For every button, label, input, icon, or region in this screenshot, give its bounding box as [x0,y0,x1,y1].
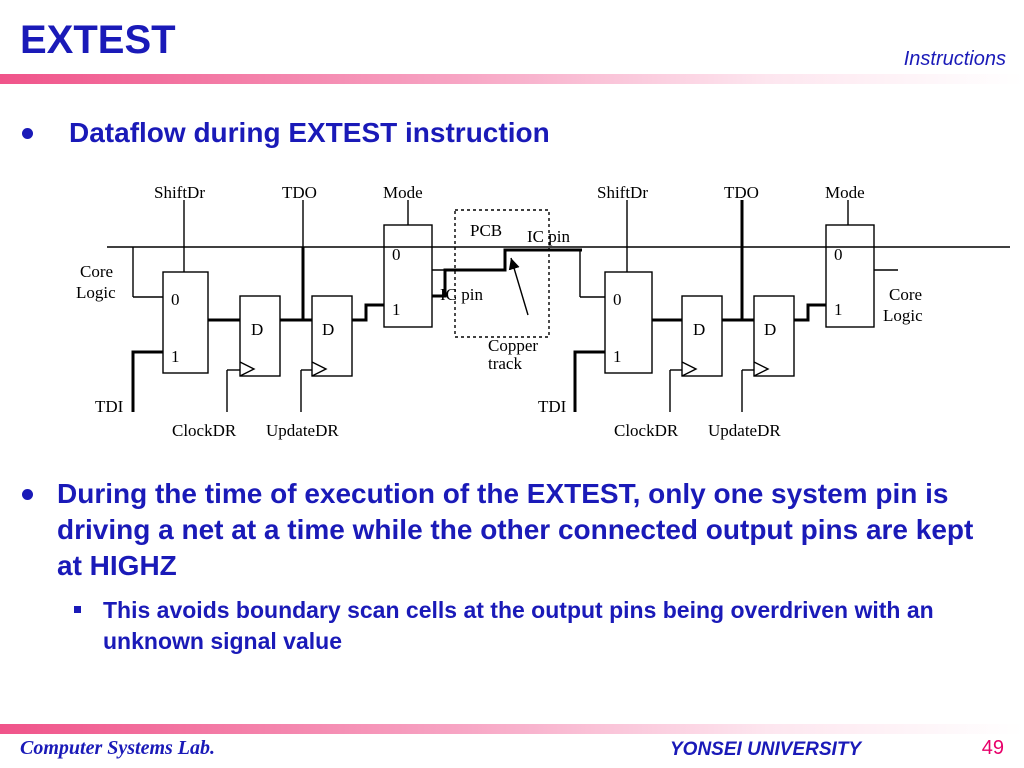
footer-rule [0,724,1024,734]
right-mux-input-1: 1 [613,347,622,366]
bullet-1: Dataflow during EXTEST instruction [22,115,550,151]
bullet-dot-icon [22,489,33,500]
page-number: 49 [981,737,1004,759]
left-mux-input-1: 1 [171,347,180,366]
right-tdi-label: TDI [538,397,567,416]
track-label: track [488,354,522,373]
left-mode-mux-0: 0 [392,245,401,264]
right-core-label: Core [889,285,922,304]
ic-pin-right-label: IC pin [527,227,570,246]
bullet-2: During the time of execution of the EXTE… [22,476,982,584]
bullet-2-text: During the time of execution of the EXTE… [57,478,974,581]
left-mux-input-0: 0 [171,290,180,309]
left-shiftdr-label: ShiftDr [154,183,205,202]
right-capture-ff-label: D [693,320,705,339]
left-capture-ff-label: D [251,320,263,339]
sub-bullet: This avoids boundary scan cells at the o… [74,595,954,657]
left-mode-mux-1: 1 [392,300,401,319]
footer-university: YONSEI UNIVERSITY [670,739,862,760]
pcb-label: PCB [470,221,502,240]
footer-lab-name: Computer Systems Lab. [20,737,216,759]
right-tdo-label: TDO [724,183,759,202]
slide-title: EXTEST [20,18,176,62]
copper-label: Copper [488,336,538,355]
right-mode-mux-1: 1 [834,300,843,319]
right-update-ff-label: D [764,320,776,339]
left-tdo-label: TDO [282,183,317,202]
right-shiftdr-label: ShiftDr [597,183,648,202]
right-mux-input-0: 0 [613,290,622,309]
right-mode-label: Mode [825,183,865,202]
left-logic-label: Logic [76,283,116,302]
ic-pin-left-label: IC pin [440,285,483,304]
left-update-ff-label: D [322,320,334,339]
sub-bullet-square-icon [74,606,81,613]
bullet-1-text: Dataflow during EXTEST instruction [69,117,550,148]
left-updatedr-label: UpdateDR [266,421,339,440]
bullet-dot-icon [22,128,33,139]
extest-dataflow-diagram: ShiftDr TDO Mode Core Logic TDI ClockDR … [76,183,1010,440]
sub-bullet-text: This avoids boundary scan cells at the o… [103,597,934,654]
right-updatedr-label: UpdateDR [708,421,781,440]
left-core-label: Core [80,262,113,281]
header-rule [0,74,1024,84]
right-mode-mux-0: 0 [834,245,843,264]
section-label: Instructions [903,48,1006,70]
left-clockdr-label: ClockDR [172,421,237,440]
right-logic-label: Logic [883,306,923,325]
right-clockdr-label: ClockDR [614,421,679,440]
left-mode-label: Mode [383,183,423,202]
left-tdi-label: TDI [95,397,124,416]
